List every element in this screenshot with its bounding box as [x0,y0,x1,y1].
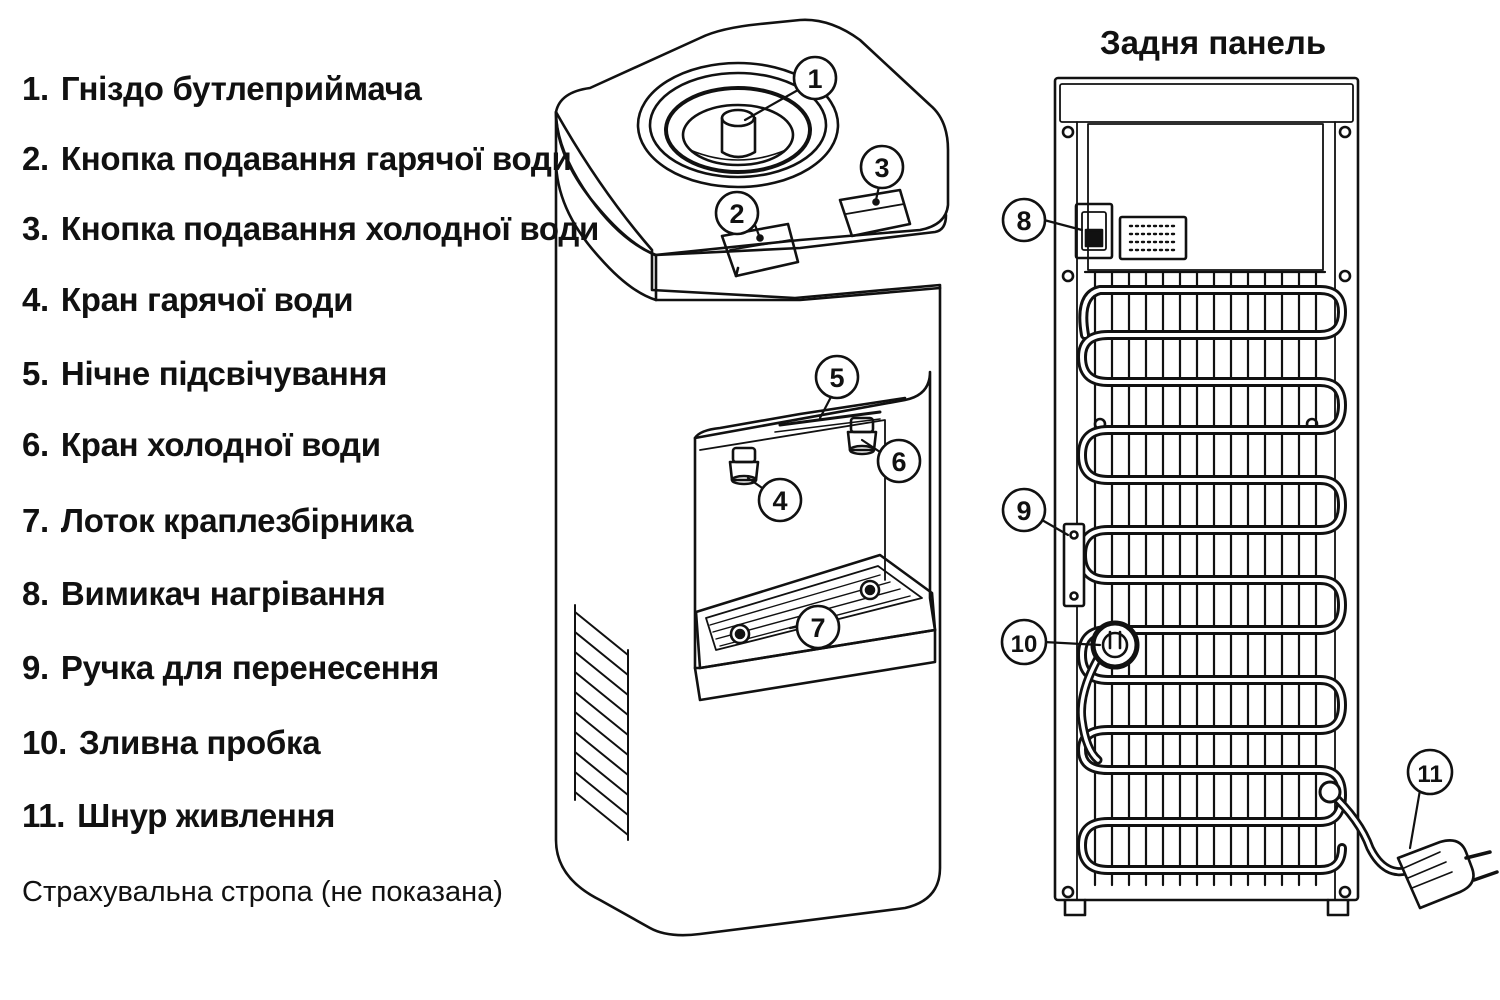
svg-text:4: 4 [772,486,787,516]
legend-item-1: 1.Гніздо бутлеприймача [22,70,422,107]
legend-item-5: 5.Нічне підсвічування [22,355,388,392]
svg-text:3: 3 [874,153,889,183]
svg-text:8: 8 [1016,206,1031,236]
callout-7: 7 [795,604,841,650]
legend-item-3: 3.Кнопка подавання холодної води [22,210,599,247]
power-plug [1396,839,1475,910]
legend-item-9: 9.Ручка для перенесення [22,649,439,686]
dispenser-front [554,18,950,937]
svg-text:6: 6 [891,447,906,477]
legend-item-8: 8.Вимикач нагрівання [22,575,386,612]
legend-item-11: 11.Шнур живлення [22,797,336,834]
svg-text:11: 11 [1417,761,1442,788]
svg-text:5: 5 [829,363,844,393]
carry-handle [1062,522,1086,608]
callout-9: 9 [1001,487,1047,533]
legend-item-2: 2.Кнопка подавання гарячої води [22,140,572,177]
leader-lines [743,88,1422,850]
back-panel-frame [1053,76,1360,902]
dispenser-top-rim [554,110,658,302]
callout-1: 1 [792,55,838,101]
dispensing-recess [693,370,937,702]
legend: 1.Гніздо бутлеприймача 2.Кнопка подаванн… [22,0,599,1000]
rear-vent [1118,215,1188,261]
bottle-receptacle [636,61,840,189]
svg-text:7: 7 [810,613,825,643]
side-vent-grille [574,604,629,841]
night-light [778,410,882,427]
callout-8: 8 [1001,197,1047,243]
legend-note: Страхувальна стропа (не показана) [22,876,503,908]
callout-6: 6 [876,438,922,484]
legend-item-7: 7.Лоток краплезбірника [22,502,414,539]
svg-text:1: 1 [807,64,822,94]
back-panel-title: Задня панель [1100,24,1327,61]
callout-10: 10 [1000,618,1048,666]
callouts: 1 2 3 4 5 6 7 8 [714,55,1454,796]
svg-text:10: 10 [1011,631,1038,658]
callout-3: 3 [859,144,905,190]
legend-item-6: 6.Кран холодної води [22,426,381,463]
back-panel [1053,76,1499,917]
callout-11: 11 [1406,748,1454,796]
power-cord [1318,780,1499,910]
callout-4: 4 [757,477,803,523]
callout-5: 5 [814,354,860,400]
hot-water-tap [728,446,760,486]
cold-water-button [838,188,912,238]
callout-2: 2 [714,190,760,236]
svg-text:9: 9 [1016,496,1031,526]
drip-tray [694,553,937,670]
dispenser-body [554,110,942,937]
legend-item-10: 10.Зливна пробка [22,724,321,761]
cold-water-tap [846,416,878,456]
legend-item-4: 4.Кран гарячої води [22,281,354,318]
heating-switch [1074,202,1114,260]
svg-text:2: 2 [729,199,744,229]
